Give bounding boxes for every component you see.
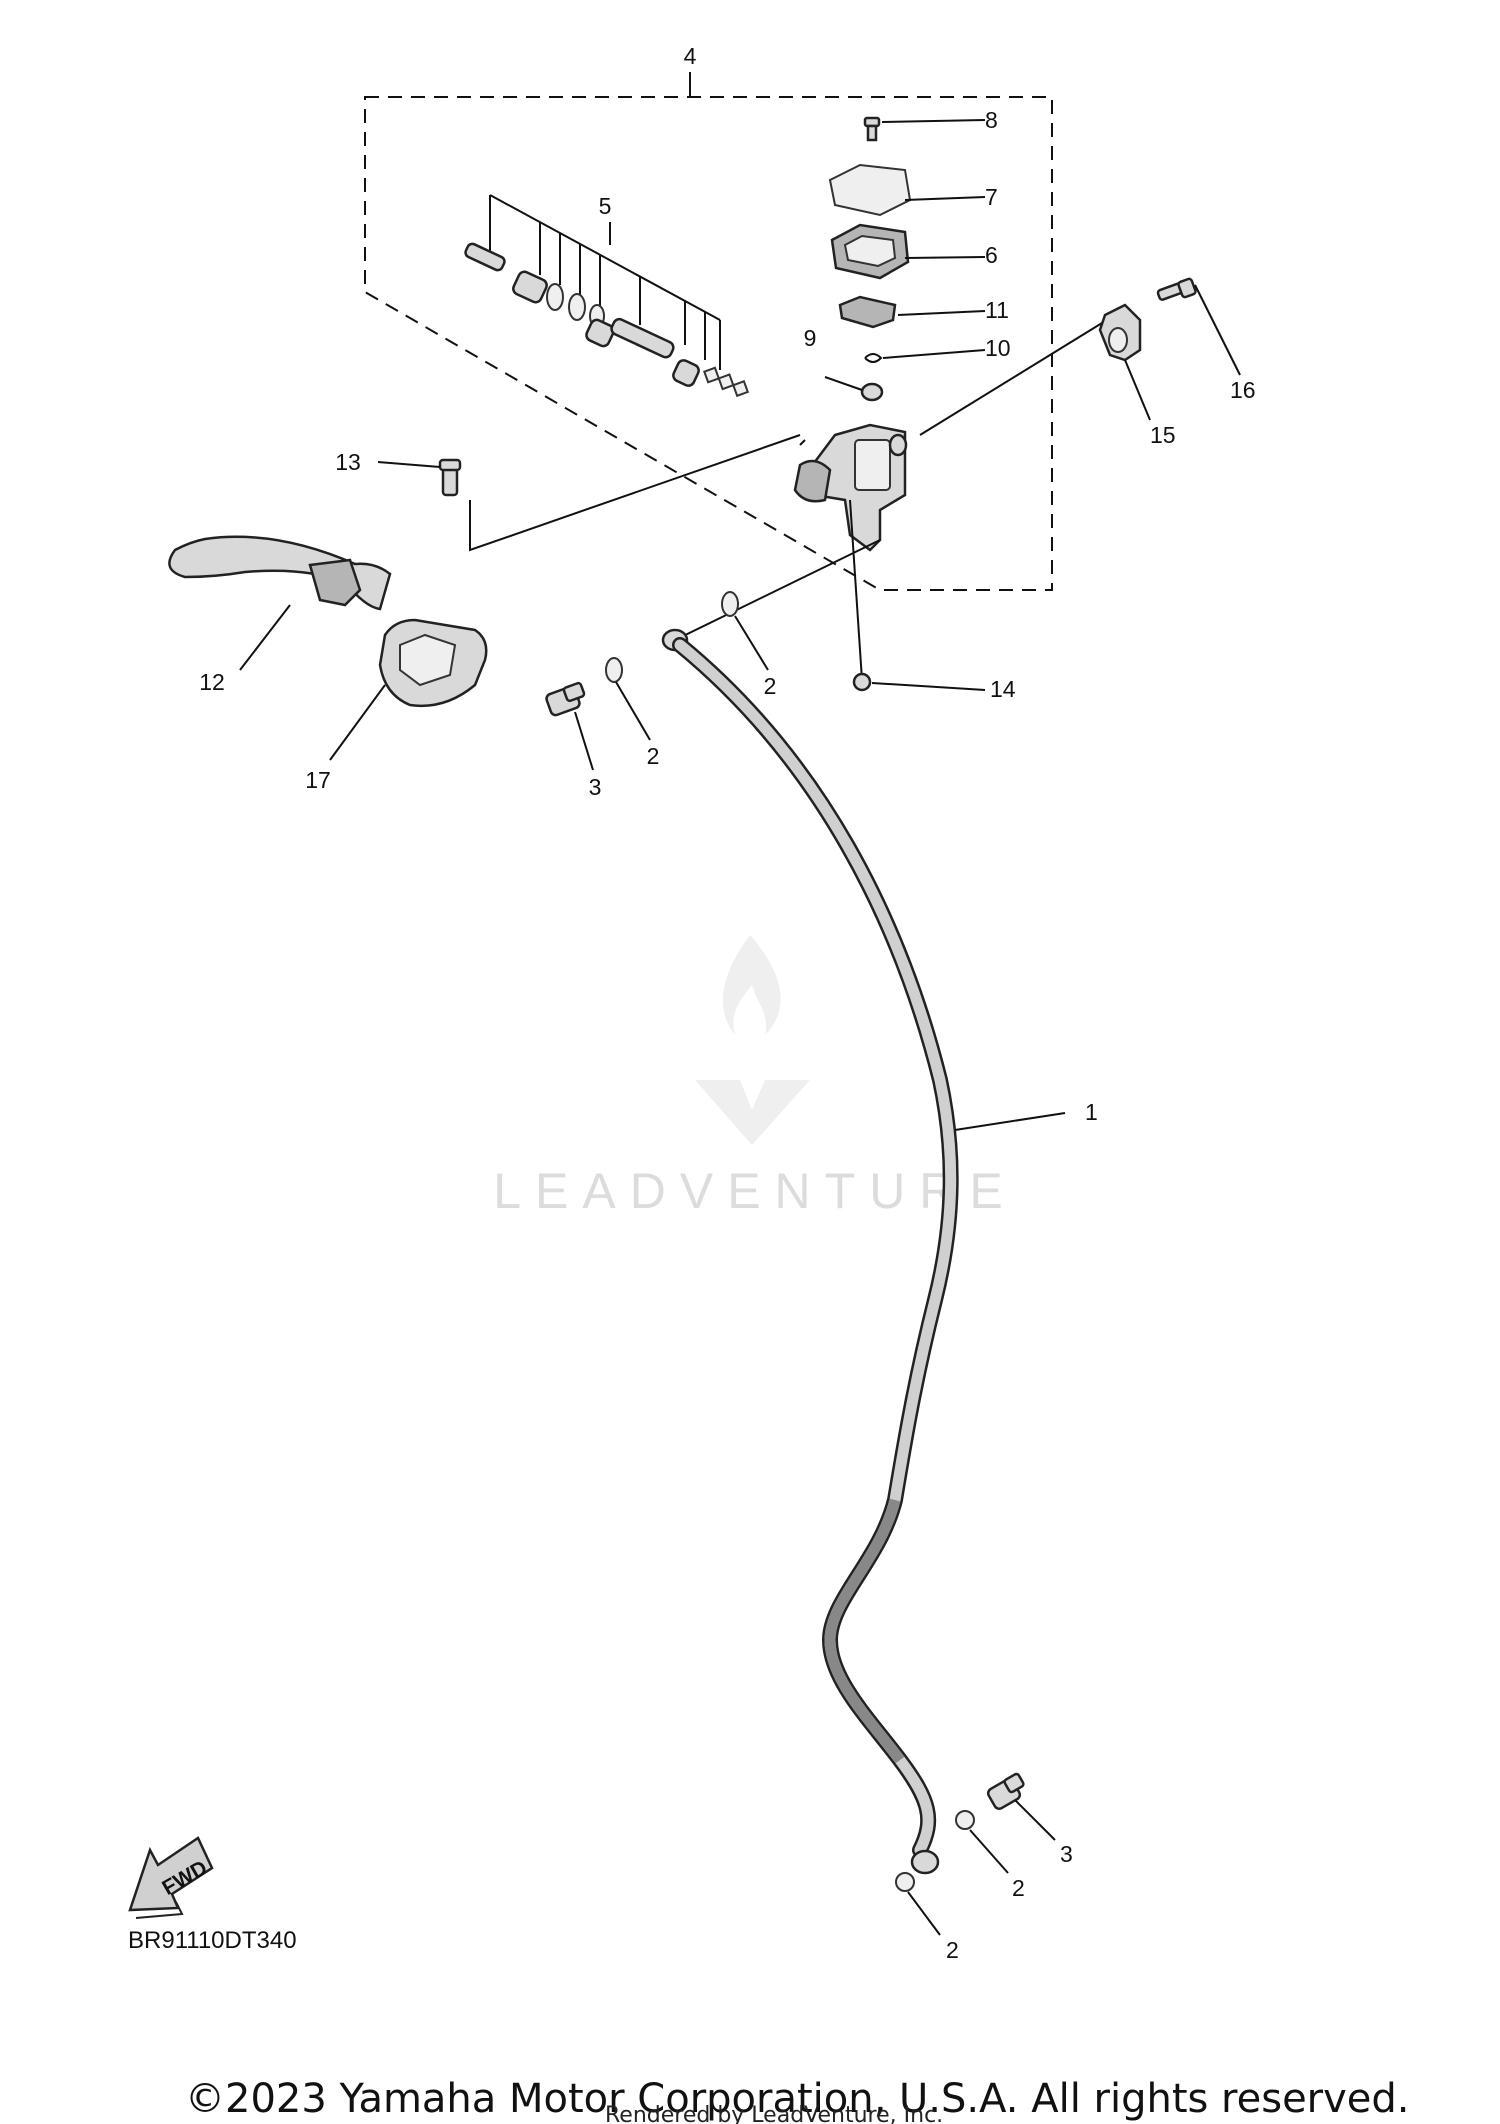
callout-6: 6 [985,242,998,268]
callout-2d: 2 [946,1937,959,1963]
copyright-notice: ©2023 Yamaha Motor Corporation, U.S.A. A… [185,2076,1410,2122]
washer-lower-left [895,1872,915,1892]
callout-15: 15 [1150,422,1176,448]
callout-16: 16 [1230,377,1256,403]
watermark-text: LEADVENTURE [493,1163,1017,1219]
leader-14 [849,499,863,681]
callout-13: 13 [335,449,361,475]
callout-3b: 3 [1060,1841,1073,1867]
washer-upper-left [605,657,623,683]
master-cylinder-kit-box [364,96,1053,591]
leader-15 [1124,359,1151,421]
clamp-bolt [1156,277,1197,301]
brake-lever [168,535,392,611]
leader-9 [824,376,863,391]
callout-2b: 2 [764,673,777,699]
leader-17 [329,684,386,761]
leader-2b [734,615,769,671]
diaphragm [838,295,897,329]
rendered-by-credit: Rendered by LeadVenture, Inc. [605,2103,943,2124]
small-clip [864,353,883,363]
reservoir-cap [828,163,912,217]
callout-3a: 3 [589,774,602,800]
callout-1: 1 [1085,1099,1098,1125]
callout-17: 17 [305,767,331,793]
piston-kit-bracket [489,194,721,370]
lever-cover [378,618,488,707]
washer-lower-right [955,1810,975,1830]
leader-16 [1194,284,1241,376]
union-bolt-lower [986,1772,1025,1810]
pivot-nut [852,672,872,692]
callout-10: 10 [985,335,1011,361]
reservoir-plug [860,382,884,402]
fwd-arrow-icon [128,1836,214,1919]
lever-pivot-bolt [438,458,462,497]
callout-14: 14 [990,676,1016,702]
leadventure-watermark-logo [695,935,810,1145]
callout-4: 4 [684,43,697,69]
brake-hose [661,628,959,1875]
handlebar-clamp [1098,303,1142,362]
leader-3b [1014,1799,1056,1841]
piston-kit-parts [464,242,750,398]
callout-5: 5 [599,193,612,219]
leader-13-assembly [469,434,801,552]
leader-3a [574,711,594,771]
leader-2d [907,1891,941,1936]
union-bolt-upper [545,681,586,717]
washer-upper-right [721,591,739,617]
leader-10 [882,349,986,359]
leader-1 [954,1112,1066,1131]
leader-hose-to-master [674,539,881,641]
leader-2c [969,1829,1009,1874]
leader-7 [904,196,986,201]
leader-15-assembly [919,314,1116,436]
leader-12 [239,604,291,671]
leader-11 [897,310,986,316]
reservoir-cap-screw [863,116,881,142]
callout-9: 9 [804,325,817,351]
leader-14b [871,682,986,691]
leader-2a [615,681,651,741]
callout-2a: 2 [647,743,660,769]
leader-6 [904,256,986,259]
leader-13 [377,461,441,468]
callout-2c: 2 [1012,1875,1025,1901]
master-cylinder-body [793,423,908,552]
callout-11: 11 [985,297,1009,323]
diagram-code: BR91110DT340 [128,1927,297,1954]
callout-7: 7 [985,184,998,210]
callout-12: 12 [199,669,225,695]
leader-8 [881,119,986,123]
callout-8: 8 [985,107,998,133]
